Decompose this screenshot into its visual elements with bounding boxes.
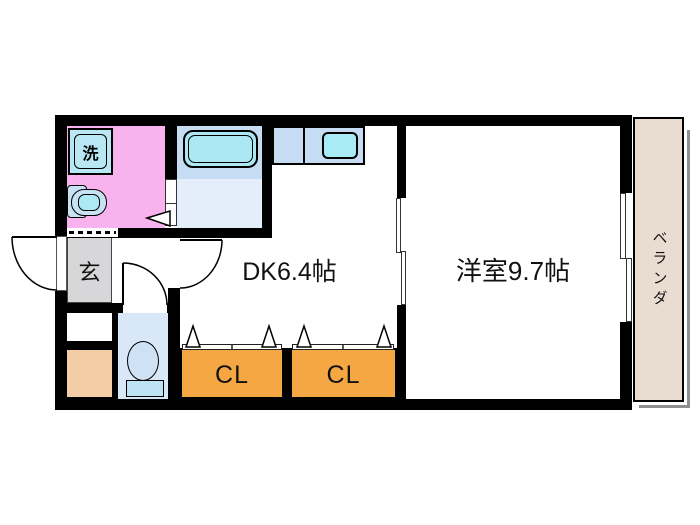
shoe-storage <box>65 348 115 399</box>
veranda-label: ベランダ <box>650 230 668 310</box>
room-bath-floor <box>177 179 262 228</box>
wall-segment <box>397 115 406 198</box>
entry-door-arc <box>11 236 58 291</box>
washing-machine: 洗 <box>68 128 113 175</box>
washing-machine-label: 洗 <box>74 134 107 169</box>
veranda-shadow <box>639 405 690 408</box>
wall-segment <box>165 115 177 179</box>
wall-segment <box>55 341 118 349</box>
dining-kitchen-label: DK6.4帖 <box>242 258 337 286</box>
wash-basin-inner <box>78 194 100 211</box>
closet-right-label: CL <box>326 360 361 389</box>
counter-divider <box>303 128 305 163</box>
room-entrance <box>67 237 112 303</box>
wall-segment <box>397 305 406 399</box>
wall-segment <box>167 303 180 313</box>
closet-left-label: CL <box>215 360 249 389</box>
wall-segment <box>55 303 123 313</box>
wall-segment <box>262 115 272 238</box>
wall-segment <box>55 115 632 126</box>
wall-segment <box>168 288 180 399</box>
bathtub-rim <box>188 135 253 163</box>
entrance-label: 玄 <box>78 260 101 285</box>
wall-segment <box>55 115 67 236</box>
bath-door <box>165 179 177 226</box>
window-panel <box>620 193 626 259</box>
closet-door-track <box>292 344 394 350</box>
entry-door-frame <box>56 236 67 291</box>
toilet-tank <box>126 380 164 397</box>
bath-door-tick <box>166 202 176 204</box>
closet-right <box>290 348 397 399</box>
washroom-threshold <box>67 228 118 237</box>
wall-segment <box>55 228 272 238</box>
wall-segment <box>112 303 118 399</box>
threshold-dashes <box>69 231 116 234</box>
window-panel <box>626 258 632 322</box>
sliding-door-panel <box>396 198 401 253</box>
wall-segment <box>55 399 632 410</box>
wall-segment <box>620 322 632 410</box>
kitchen-sink <box>322 132 358 159</box>
closet-door-track <box>182 344 282 350</box>
sliding-door-panel <box>401 251 406 305</box>
toilet-door-arc <box>122 262 168 306</box>
wall-segment <box>284 348 290 399</box>
bathtub <box>183 130 258 168</box>
wall-segment <box>55 291 67 410</box>
western-room-label: 洋室9.7帖 <box>455 255 571 286</box>
veranda-area <box>633 117 684 402</box>
wall-segment <box>620 115 632 193</box>
toilet-bowl <box>127 341 159 381</box>
veranda-shadow <box>687 130 690 408</box>
